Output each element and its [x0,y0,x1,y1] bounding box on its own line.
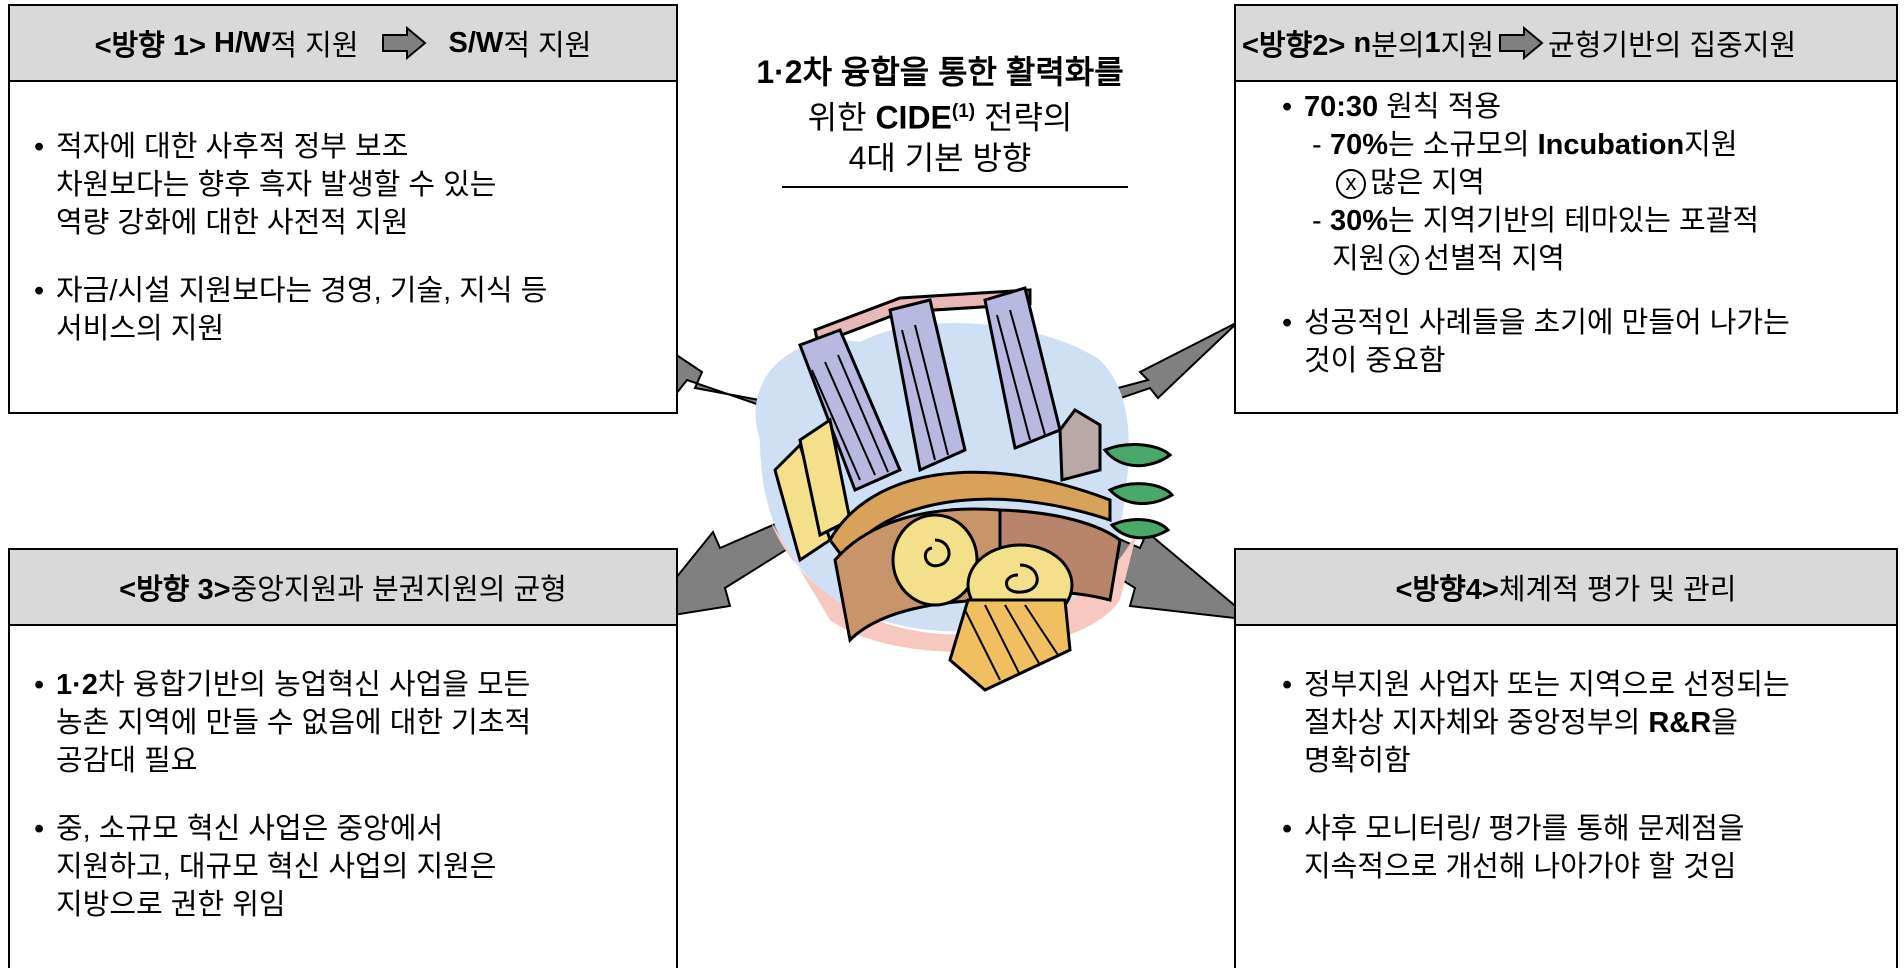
direction-1-body: 적자에 대한 사후적 정부 보조 차원보다는 향후 흑자 발생할 수 있는 역량… [10,82,676,348]
direction-3-bullet-1: 1·2차 융합기반의 농업혁신 사업을 모든 농촌 지역에 만들 수 없음에 대… [34,666,658,780]
direction-4-procedure: 절차상 지자체와 중앙정부의 [1304,707,1649,739]
direction-2-target: 균형기반의 집중지원 [1548,30,1797,62]
direction-2-incubation: Incubation [1537,129,1685,161]
direction-2-ratio: 70:30 [1304,91,1379,123]
right-arrow-icon [1499,26,1544,60]
direction-1-bullet-1-line-2: 차원보다는 향후 흑자 발생할 수 있는 [56,169,497,201]
direction-1-hw: H/W [214,26,271,59]
direction-4-bullet-1-line-1: 정부지원 사업자 또는 지역으로 선정되는 [1304,669,1790,701]
direction-1-box: <방향 1> H/W적 지원 S/W적 지원 적자에 대한 사후적 정부 보조 … [8,4,678,414]
center-title-line-2-post: 전략의 [975,99,1073,136]
direction-1-label: <방향 1> [94,30,206,62]
direction-1-hw-suffix: 적 지원 [270,30,359,62]
direction-3-box: <방향 3> 중앙지원과 분권지원의 균형 1·2차 융합기반의 농업혁신 사업… [8,548,678,968]
direction-2-bullet-1: 70:30 원칙 적용 70%는 소규모의 Incubation지원 x많은 지… [1282,88,1878,278]
direction-1-bullet-1-line-1: 적자에 대한 사후적 정부 보조 [56,131,409,163]
center-title-line-1-text: 1·2차 융합을 통한 활력화를 [756,54,1124,90]
center-title-cide: CIDE [875,99,952,136]
circled-x-icon: x [1389,245,1420,276]
direction-2-label: <방향2> [1242,30,1346,62]
direction-4-bullet-2: 사후 모니터링/ 평가를 통해 문제점을 지속적으로 개선해 나아가야 할 것임 [1282,810,1878,886]
direction-3-bullet-1-text: 차 융합기반의 농업혁신 사업을 모든 [97,669,531,701]
direction-2-sub-2-text: 는 지역기반의 테마있는 포괄적 [1388,205,1760,237]
direction-3-header: <방향 3> 중앙지원과 분권지원의 균형 [10,550,676,626]
direction-2-sub-1-text: 는 소규모의 [1388,129,1538,161]
direction-3-bullet-2-line-1: 중, 소규모 혁신 사업은 중앙에서 [56,813,444,845]
center-title-line-2: 위한 CIDE(1) 전략의 [730,92,1150,138]
center-title-line-1: 1·2차 융합을 통한 활력화를 [730,52,1150,92]
direction-4-body: 정부지원 사업자 또는 지역으로 선정되는 절차상 지자체와 중앙정부의 R&R… [1236,626,1896,886]
direction-1-sw: S/W [448,26,504,59]
farm-silo-clipart [755,286,1175,692]
direction-4-bullet-1-line-3: 명확히함 [1304,745,1411,777]
direction-2-sub-2-pct: 30% [1330,205,1389,237]
center-title-underline [782,186,1128,188]
center-title-line-3: 4대 기본 방향 [730,138,1150,178]
center-title-line-2-pre: 위한 [807,99,876,136]
direction-4-title: 체계적 평가 및 관리 [1498,574,1737,606]
direction-1-bullet-2-line-1: 자금/시설 지원보다는 경영, 기술, 지식 등 [56,275,548,307]
direction-2-sub-1-pct: 70% [1330,129,1389,161]
direction-4-header: <방향4> 체계적 평가 및 관리 [1236,550,1896,626]
direction-2-box: <방향2> n분의 1지원 균형기반의 집중지원 70:30 원칙 적용 70%… [1234,4,1898,414]
center-title: 1·2차 융합을 통한 활력화를 위한 CIDE(1) 전략의 4대 기본 방향 [730,52,1150,178]
direction-4-bullet-1-line-2: 절차상 지자체와 중앙정부의 R&R을 [1304,704,1878,742]
direction-2-one: 1 [1424,26,1441,59]
circled-x-icon: x [1336,169,1366,200]
direction-2-bullet-1-line-1: 70:30 원칙 적용 [1304,88,1878,126]
direction-3-title: 중앙지원과 분권지원의 균형 [230,574,567,606]
direction-2-bullet-2-line-1: 성공적인 사례들을 초기에 만들어 나가는 [1304,307,1790,339]
direction-2-sub-1: 70%는 소규모의 Incubation지원 [1304,126,1878,164]
direction-2-sub-2-support: 지원 [1332,243,1386,275]
direction-2-sub-2: 30%는 지역기반의 테마있는 포괄적 [1304,202,1878,240]
direction-3-label: <방향 3> [119,574,231,606]
direction-2-ratio-text: 원칙 적용 [1378,91,1502,123]
right-arrow-icon [381,26,427,60]
direction-3-bullet-1-line-3: 공감대 필요 [56,745,198,777]
direction-4-rnr: R&R [1648,707,1712,739]
direction-1-bullet-2-line-2: 서비스의 지원 [56,313,225,345]
direction-4-particle: 을 [1711,707,1738,739]
direction-2-bullet-2-line-2: 것이 중요함 [1304,345,1446,377]
direction-3-bullet-2: 중, 소규모 혁신 사업은 중앙에서 지원하고, 대규모 혁신 사업의 지원은 … [34,810,658,924]
direction-1-sw-suffix: 적 지원 [503,30,592,62]
direction-4-bullet-1: 정부지원 사업자 또는 지역으로 선정되는 절차상 지자체와 중앙정부의 R&R… [1282,666,1878,780]
direction-3-body: 1·2차 융합기반의 농업혁신 사업을 모든 농촌 지역에 만들 수 없음에 대… [10,626,676,924]
direction-2-bullet-2: 성공적인 사례들을 초기에 만들어 나가는 것이 중요함 [1282,304,1878,380]
direction-2-support: 지원 [1440,30,1495,62]
direction-3-fusion: 1·2 [56,669,98,701]
direction-1-bullet-1-line-3: 역량 강화에 대한 사전적 지원 [56,207,409,239]
direction-4-label: <방향4> [1395,574,1499,606]
direction-3-bullet-1-line-1: 1·2차 융합기반의 농업혁신 사업을 모든 [56,666,658,704]
direction-1-bullet-2: 자금/시설 지원보다는 경영, 기술, 지식 등 서비스의 지원 [34,272,658,348]
direction-2-n: n [1353,26,1372,59]
direction-2-sub-1-region: 많은 지역 [1370,167,1485,199]
direction-4-bullet-2-line-1: 사후 모니터링/ 평가를 통해 문제점을 [1304,813,1745,845]
center-title-line-3-text: 4대 기본 방향 [848,139,1032,176]
direction-3-bullet-2-line-3: 지방으로 권한 위임 [56,889,286,921]
direction-3-bullet-2-line-2: 지원하고, 대규모 혁신 사업의 지원은 [56,851,497,883]
direction-2-sub-2-region: 선별적 지역 [1423,243,1565,275]
direction-2-body: 70:30 원칙 적용 70%는 소규모의 Incubation지원 x많은 지… [1236,88,1896,380]
direction-4-box: <방향4> 체계적 평가 및 관리 정부지원 사업자 또는 지역으로 선정되는 … [1234,548,1898,968]
direction-2-sub-1-suffix: 지원 [1684,129,1738,161]
center-title-footnote: (1) [951,101,976,122]
direction-4-bullet-2-line-2: 지속적으로 개선해 나아가야 할 것임 [1304,851,1737,883]
direction-2-fraction-text: 분의 [1371,30,1425,62]
direction-1-bullet-1: 적자에 대한 사후적 정부 보조 차원보다는 향후 흑자 발생할 수 있는 역량… [34,128,658,242]
direction-3-bullet-1-line-2: 농촌 지역에 만들 수 없음에 대한 기초적 [56,707,532,739]
